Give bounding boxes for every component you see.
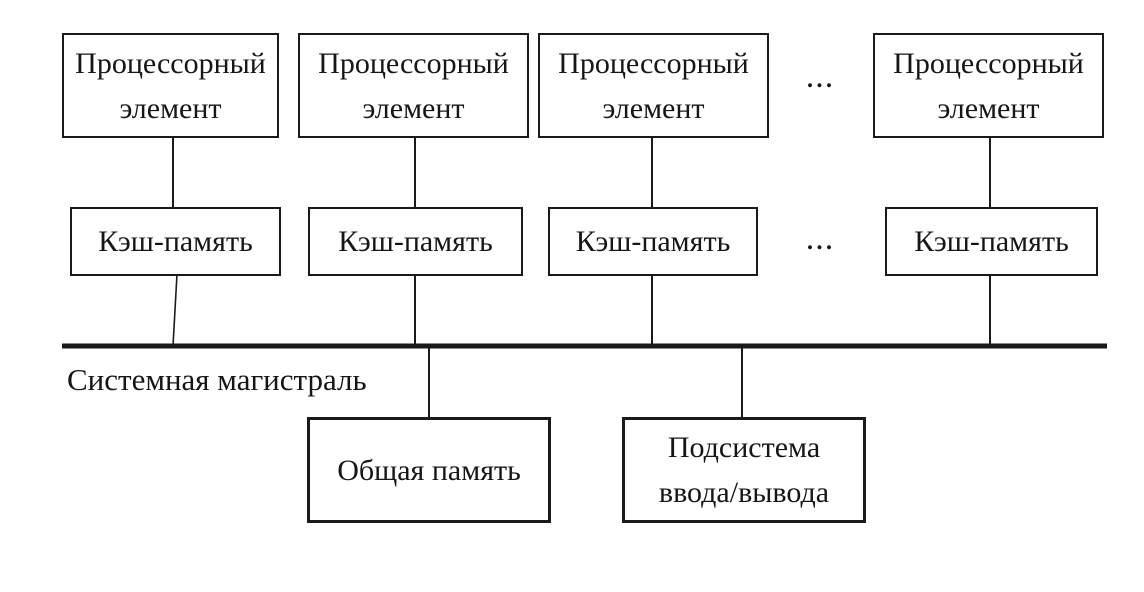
node-label: Кэш-память bbox=[575, 225, 731, 258]
node-label: Подсистема ввода/вывода bbox=[658, 431, 830, 509]
node-cache-memory-1: Кэш-память bbox=[70, 207, 281, 276]
node-label: Кэш-память bbox=[98, 225, 253, 258]
node-label: Процессорный элемент bbox=[75, 46, 266, 125]
node-processor-element-3: Процессорный элемент bbox=[538, 33, 769, 138]
node-shared-memory: Общая память bbox=[307, 417, 551, 523]
bus-label: Системная магистраль bbox=[67, 362, 367, 397]
node-label: Процессорный элемент bbox=[318, 46, 509, 125]
node-cache-memory-2: Кэш-память bbox=[308, 207, 523, 276]
node-label: Кэш-память bbox=[338, 225, 493, 258]
node-label: Общая память bbox=[337, 453, 521, 487]
node-processor-element-4: Процессорный элемент bbox=[873, 33, 1104, 138]
node-cache-memory-4: Кэш-память bbox=[885, 207, 1098, 276]
node-processor-element-1: Процессорный элемент bbox=[62, 33, 279, 138]
node-label: Кэш-память bbox=[914, 225, 1069, 258]
node-label: Процессорный элемент bbox=[893, 46, 1084, 125]
node-label: Процессорный элемент bbox=[558, 46, 749, 125]
node-cache-memory-3: Кэш-память bbox=[548, 207, 758, 276]
node-processor-element-2: Процессорный элемент bbox=[298, 33, 529, 138]
ellipsis-caches: ... bbox=[805, 220, 835, 257]
edge-cache1-bus bbox=[172, 273, 178, 347]
ellipsis-processors: ... bbox=[805, 58, 835, 95]
node-io-subsystem: Подсистема ввода/вывода bbox=[622, 417, 866, 523]
